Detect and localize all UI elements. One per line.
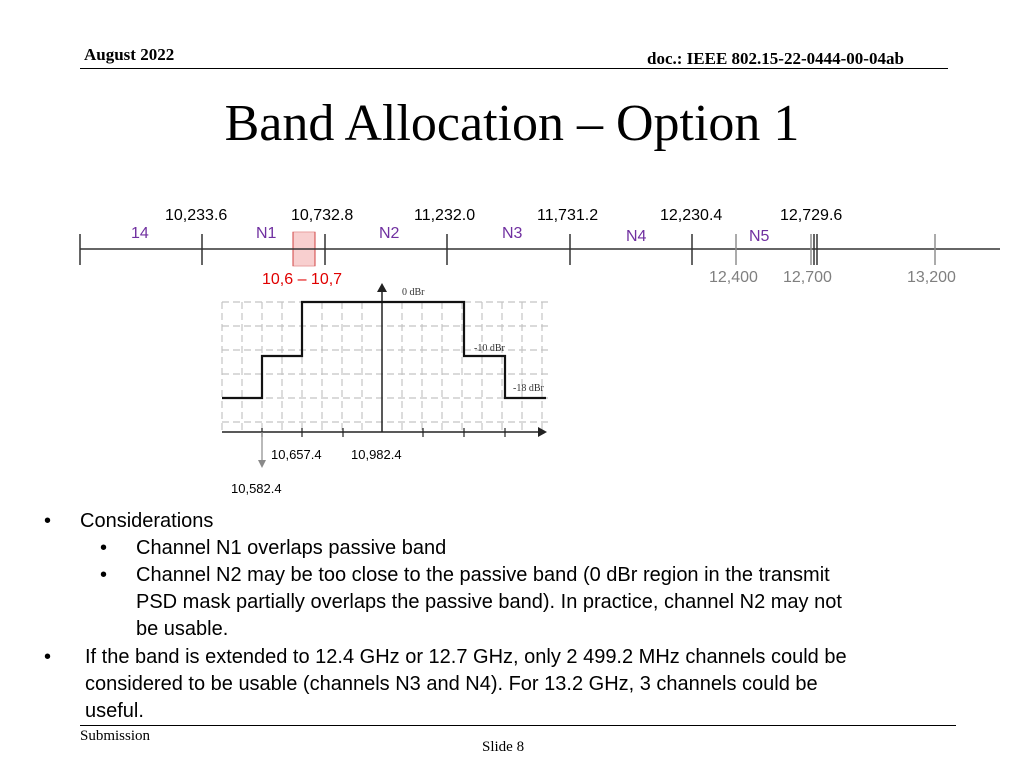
bullet-marker: •: [44, 510, 52, 532]
sub-bullet-n2-line2: PSD mask partially overlaps the passive …: [136, 591, 842, 613]
psd-x-arrow: [538, 427, 547, 437]
band-edge-label: 13,200: [907, 269, 956, 286]
psd-level-label: -10 dBr: [474, 343, 505, 354]
band-edge-ticks: [735, 234, 936, 265]
sub-bullet-n2-line3: be usable.: [136, 618, 229, 640]
psd-level-label: -18 dBr: [513, 383, 544, 394]
channel-label-n1: N1: [256, 225, 277, 242]
center-freq-label: 12,230.4: [660, 207, 723, 224]
channel-label-n5: N5: [749, 228, 770, 245]
sub-bullet-marker: •: [100, 564, 108, 586]
psd-grid: [221, 301, 548, 430]
footer-submission: Submission: [80, 728, 151, 744]
header-rule: [80, 68, 948, 69]
passive-band-label: 10,6 – 10,7: [262, 271, 343, 288]
channel-label-14: 14: [131, 225, 149, 242]
psd-y-arrow: [377, 283, 387, 292]
psd-freq-label: 10,582.4: [231, 481, 282, 496]
psd-freq-label: 10,982.4: [351, 447, 402, 462]
lower-edge-arrowhead: [258, 460, 266, 468]
sub-bullet-n1: Channel N1 overlaps passive band: [136, 537, 447, 559]
bullet-marker: •: [44, 646, 52, 668]
footer-rule: [80, 725, 956, 726]
psd-level-label: 0 dBr: [402, 287, 425, 298]
bullet-extension-line3: useful.: [85, 700, 144, 722]
center-freq-label: 10,732.8: [291, 207, 354, 224]
center-freq-label: 12,729.6: [780, 207, 843, 224]
center-freq-label: 11,232.0: [414, 207, 476, 224]
band-edge-label: 12,400: [709, 269, 758, 286]
sub-bullet-marker: •: [100, 537, 108, 559]
channel-label-n4: N4: [626, 228, 647, 245]
psd-freq-label: 10,657.4: [271, 447, 322, 462]
center-freq-label: 10,233.6: [165, 207, 228, 224]
channel-label-n2: N2: [379, 225, 400, 242]
bullet-considerations: Considerations: [80, 510, 214, 532]
header-doc-id: doc.: IEEE 802.15-22-0444-00-04ab: [647, 49, 904, 68]
center-freq-label: 11,731.2: [537, 207, 599, 224]
bullet-extension-line1: If the band is extended to 12.4 GHz or 1…: [85, 646, 847, 668]
bullet-extension-line2: considered to be usable (channels N3 and…: [85, 673, 818, 695]
slide-title: Band Allocation – Option 1: [224, 95, 800, 152]
header-date: August 2022: [84, 45, 175, 64]
sub-bullet-n2-line1: Channel N2 may be too close to the passi…: [136, 564, 830, 586]
channel-boundary-ticks: [79, 234, 818, 265]
psd-mask-line: [222, 300, 546, 400]
footer-slide-number: Slide 8: [482, 739, 525, 755]
band-edge-label: 12,700: [783, 269, 832, 286]
channel-label-n3: N3: [502, 225, 523, 242]
